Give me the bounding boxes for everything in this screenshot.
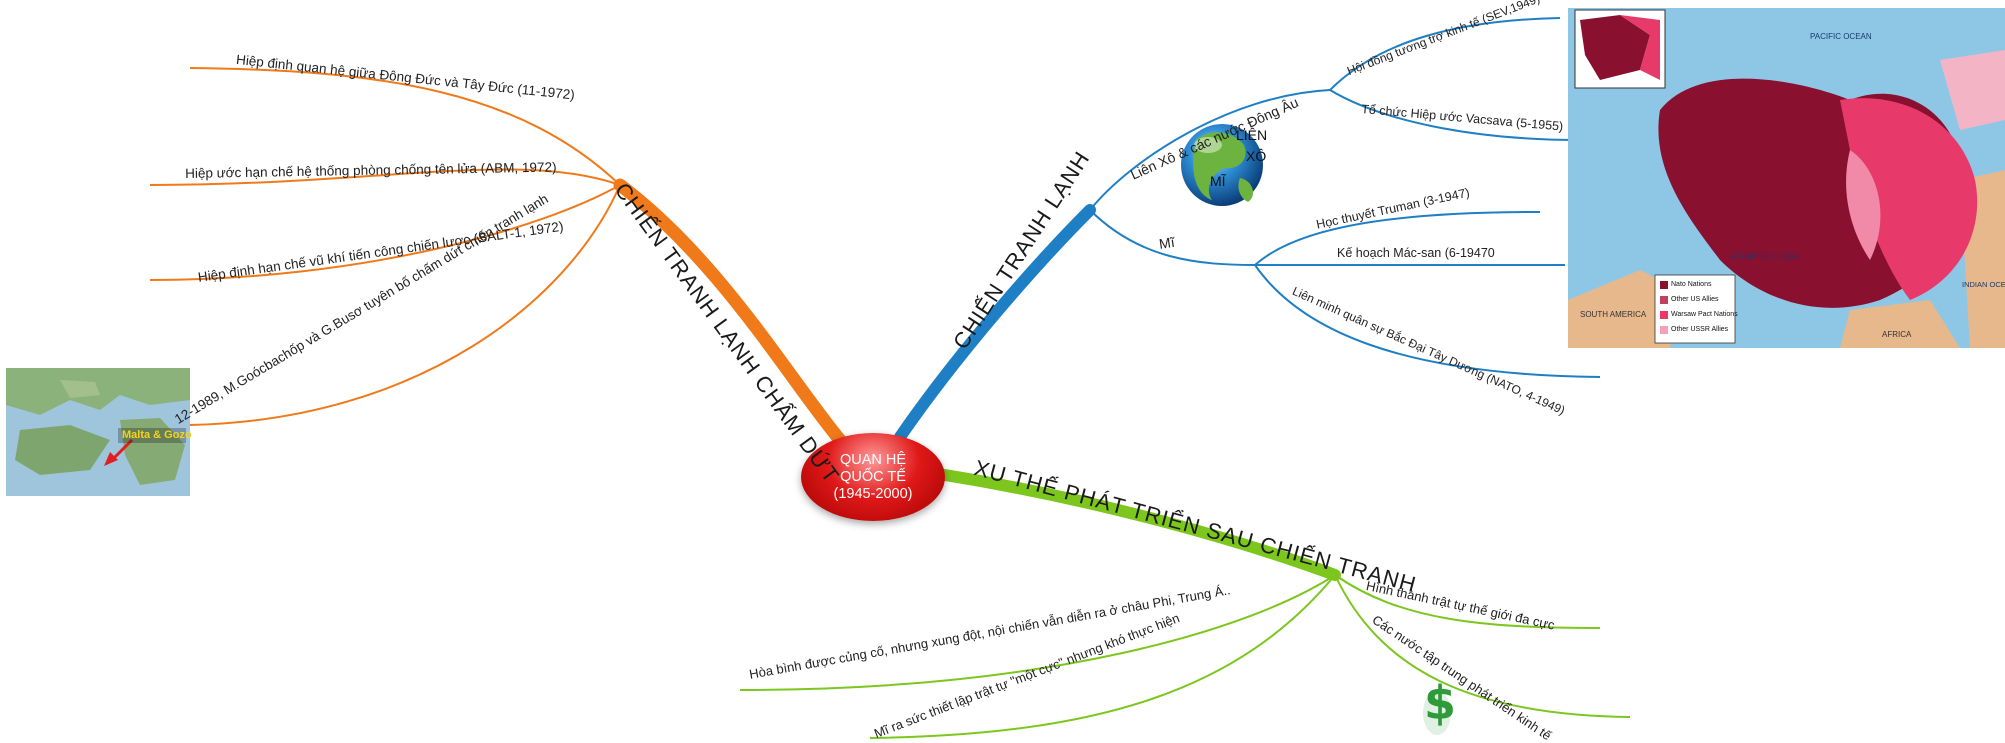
- map-label-africa: AFRICA: [1882, 330, 1912, 339]
- dollar-icon: [1423, 691, 1451, 735]
- central-topic-line-2: QUỐC TẾ: [840, 468, 906, 485]
- us-item-2[interactable]: Kế hoạch Mác-san (6-19470: [1337, 246, 1495, 260]
- dollar-symbol: $: [1424, 676, 1457, 730]
- map-label-south-america: SOUTH AMERICA: [1580, 310, 1647, 319]
- central-topic-line-1: QUAN HỆ: [839, 451, 907, 468]
- central-topic-node[interactable]: QUAN HỆ QUỐC TẾ (1945-2000): [801, 433, 945, 521]
- cold-war-connectors: [894, 17, 1601, 443]
- globe-text-lienxo-1: LIÊN: [1236, 127, 1268, 143]
- us-group-label[interactable]: Mĩ: [1158, 233, 1176, 252]
- globe-icon: [1181, 124, 1263, 206]
- map-label-indian: INDIAN OCEAN: [1962, 280, 2005, 289]
- map-label-pacific: PACIFIC OCEAN: [1810, 32, 1872, 41]
- map-legend-item-3: Warsaw Pact Nations: [1671, 311, 1738, 318]
- map-legend-item-1: Nato Nations: [1671, 281, 1712, 288]
- malta-map-image: [6, 368, 190, 496]
- post-war-connectors: [739, 469, 1631, 739]
- cold-war-world-map-image: [1568, 8, 2005, 348]
- globe-text-lienxo-2: XÔ: [1246, 148, 1267, 164]
- map-legend-item-2: Other US Allies: [1671, 296, 1719, 303]
- globe-text-mi: MĨ: [1210, 173, 1226, 189]
- map-legend-item-4: Other USSR Allies: [1671, 326, 1729, 333]
- malta-map-label: Malta & Gozo: [122, 429, 192, 441]
- end-cold-war-connectors: [149, 67, 847, 447]
- central-topic-line-3: (1945-2000): [833, 485, 913, 502]
- map-label-atlantic: ATLANTIC OCEAN: [1730, 252, 1799, 261]
